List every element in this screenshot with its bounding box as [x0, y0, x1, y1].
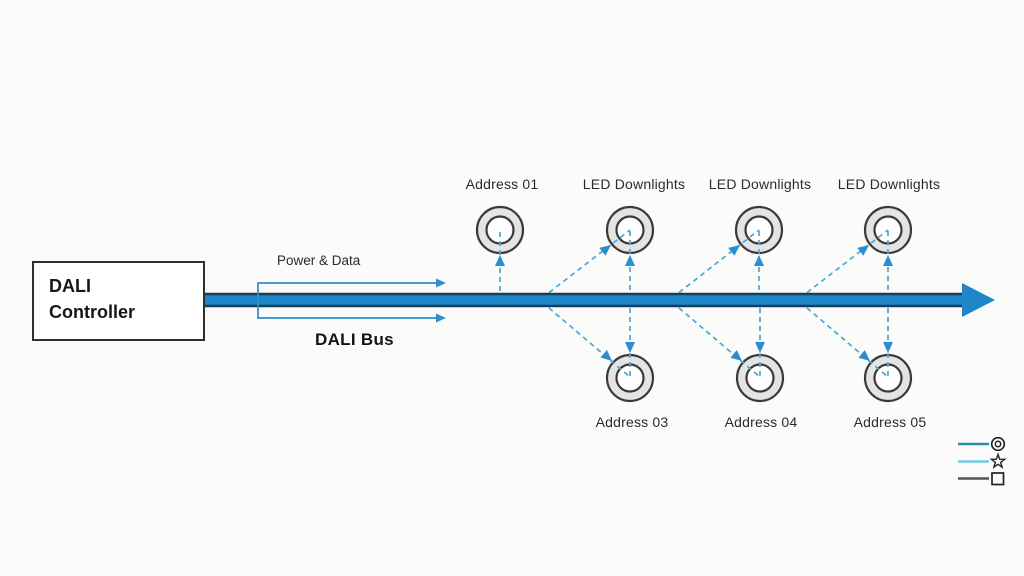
downlight-icon-bottom-2 [735, 353, 785, 403]
power-data-bracket [257, 282, 437, 319]
downlight-icon-bottom-3 [863, 353, 913, 403]
top-fixture-label-2: LED Downlights [582, 176, 686, 192]
dali-controller-box: DALI Controller [32, 261, 205, 341]
downlight-icon-top-1 [475, 205, 525, 255]
legend-row-star [958, 452, 1007, 469]
signal-arrowheads [495, 245, 893, 361]
legend [958, 436, 1007, 486]
legend-row-square [958, 472, 1005, 486]
star-icon [989, 452, 1007, 469]
power-data-label: Power & Data [277, 253, 361, 268]
controller-label-line1: DALI [49, 276, 91, 296]
top-fixture-label-4: LED Downlights [837, 176, 941, 192]
bottom-fixture-label-3: Address 05 [853, 414, 927, 430]
controller-label-line2: Controller [49, 302, 136, 322]
top-fixture-label-3: LED Downlights [708, 176, 812, 192]
downlight-icon [990, 436, 1006, 452]
legend-row-downlight [958, 436, 1006, 452]
square-icon [991, 472, 1005, 486]
bottom-fixture-label-2: Address 04 [724, 414, 798, 430]
dali-bus-line [203, 283, 995, 317]
dali-bus-label: DALI Bus [315, 330, 394, 349]
power-data-arrowheads [436, 278, 446, 323]
top-fixture-label-1: Address 01 [465, 176, 539, 192]
bus-arrowhead-icon [962, 283, 995, 317]
downlight-icon-bottom-1 [605, 353, 655, 403]
bottom-fixture-label-1: Address 03 [595, 414, 669, 430]
